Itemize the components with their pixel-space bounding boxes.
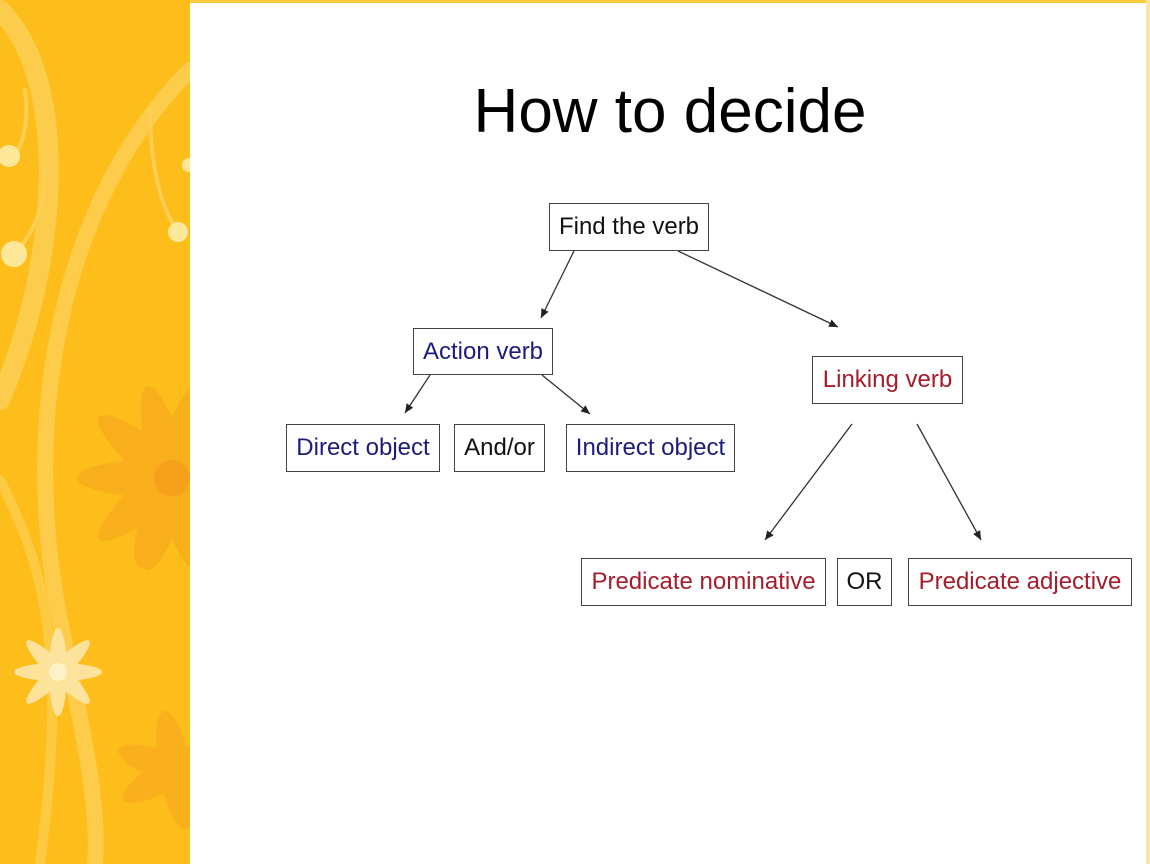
- decorative-sidebar: [0, 0, 190, 864]
- right-border: [1146, 0, 1150, 864]
- node-label: Predicate nominative: [591, 568, 816, 595]
- arrow-action-verb-to-direct-object: [404, 374, 431, 414]
- arrow-linking-verb-to-predicate-nominative: [764, 423, 853, 541]
- arrow-action-verb-to-indirect-object: [541, 374, 591, 415]
- node-label: Action verb: [422, 337, 544, 365]
- node-and-or: And/or: [454, 424, 545, 472]
- floral-swirl-decoration: [0, 0, 190, 864]
- node-find-the-verb: Find the verb: [549, 203, 709, 251]
- node-label: And/or: [464, 434, 535, 461]
- node-label: Linking verb: [822, 366, 953, 393]
- node-label: Direct object: [296, 434, 430, 461]
- node-linking-verb: Linking verb: [812, 356, 963, 404]
- arrow-linking-verb-to-predicate-adjective: [916, 423, 982, 541]
- top-border: [190, 0, 1150, 3]
- arrow-find-verb-to-linking-verb: [677, 250, 839, 328]
- node-or: OR: [837, 558, 892, 606]
- node-label: OR: [846, 568, 883, 595]
- node-predicate-nominative: Predicate nominative: [581, 558, 826, 606]
- node-predicate-adjective: Predicate adjective: [908, 558, 1132, 606]
- node-label: Find the verb: [558, 213, 700, 240]
- node-action-verb: Action verb: [413, 328, 553, 375]
- node-label: Predicate adjective: [918, 568, 1122, 595]
- arrow-find-verb-to-action-verb: [540, 250, 575, 319]
- node-label: Indirect object: [575, 434, 726, 461]
- slide-title: How to decide: [473, 77, 867, 146]
- node-indirect-object: Indirect object: [566, 424, 735, 472]
- node-direct-object: Direct object: [286, 424, 440, 472]
